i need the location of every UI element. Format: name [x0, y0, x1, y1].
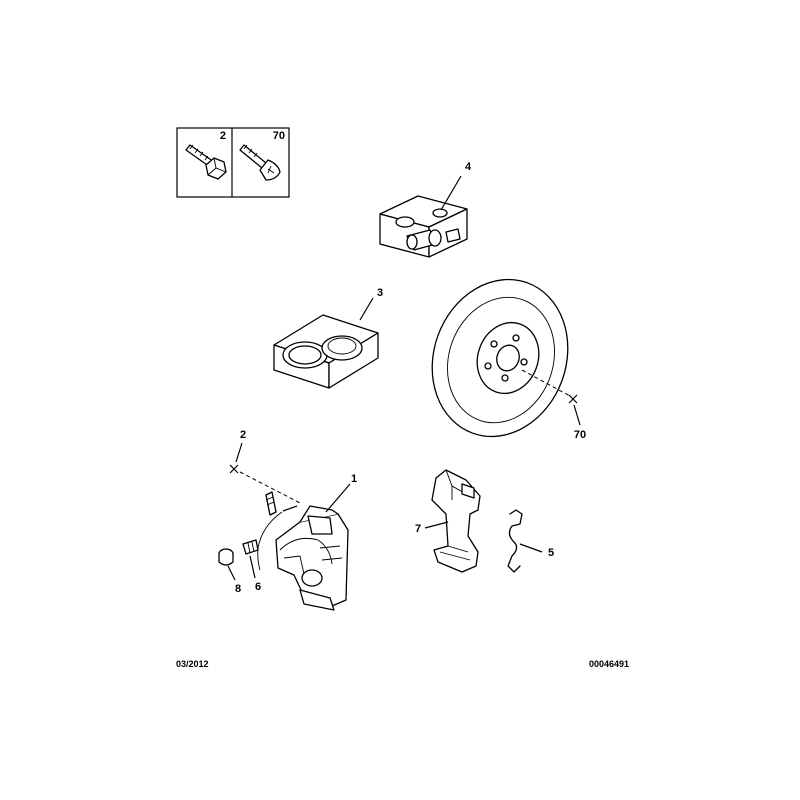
dust-cap: 8 — [218, 548, 241, 595]
hex-bolt-icon — [185, 144, 227, 180]
callout-1: 1 — [351, 473, 357, 485]
brake-disc: 70 — [431, 278, 586, 441]
anti-rattle-spring: 5 — [507, 509, 554, 573]
callout-4: 4 — [465, 161, 472, 173]
callout-70: 70 — [574, 429, 586, 441]
countersunk-screw-icon — [239, 144, 281, 181]
cross-marker-icon — [229, 464, 239, 474]
part-4-guide-pin-kit: 4 — [379, 161, 472, 258]
callout-5: 5 — [548, 547, 554, 559]
footer-reference: 00046491 — [589, 659, 629, 669]
caliper-bracket: 7 — [415, 469, 481, 573]
callout-2: 2 — [240, 429, 246, 441]
part-3-piston-seal-kit: 3 — [273, 287, 383, 389]
callout-3: 3 — [377, 287, 383, 299]
legend-number-2: 2 — [220, 130, 226, 142]
callout-8: 8 — [235, 583, 241, 595]
legend-number-70: 70 — [273, 130, 285, 142]
fastener-legend-box: 2 70 — [176, 127, 290, 198]
bleed-screw: 6 — [242, 505, 298, 593]
caliper-bolt-2: 2 — [229, 429, 301, 516]
callout-6: 6 — [255, 581, 261, 593]
brake-caliper: 1 — [275, 473, 357, 611]
footer-date: 03/2012 — [176, 659, 209, 669]
callout-7: 7 — [415, 523, 421, 535]
cross-marker-icon — [568, 394, 578, 404]
